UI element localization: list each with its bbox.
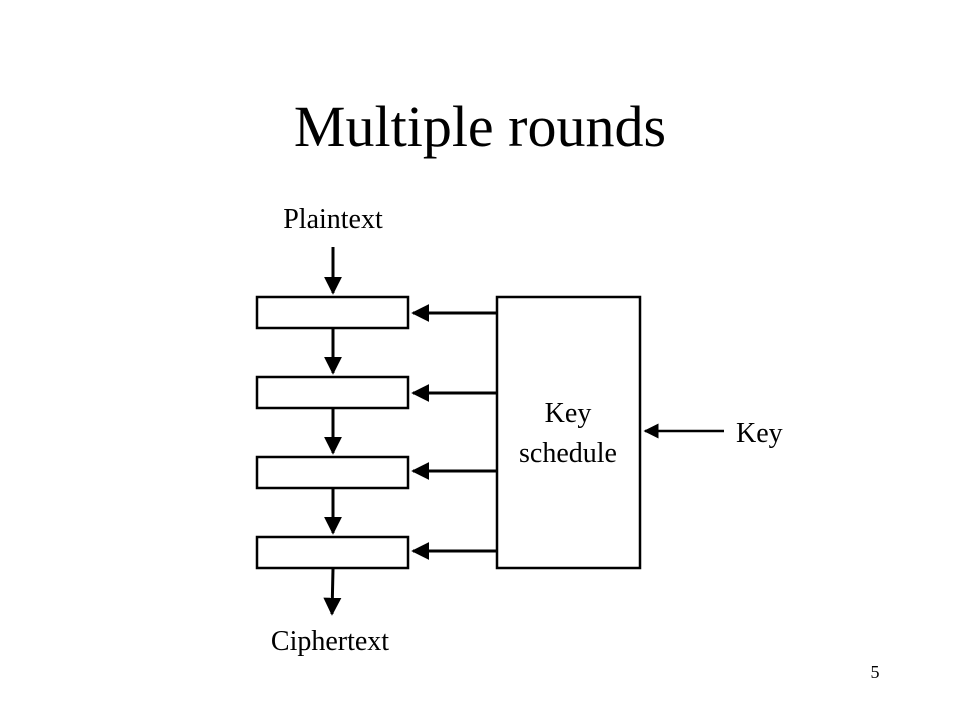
slide-title: Multiple rounds	[293, 94, 667, 159]
key-schedule-label-line1: Key	[545, 398, 592, 429]
round-box-4	[255, 535, 410, 570]
plaintext-label: Plaintext	[283, 204, 383, 235]
round-box-1	[255, 295, 410, 330]
page-number: 5	[870, 662, 880, 682]
key-schedule-box	[495, 295, 642, 570]
key-schedule-label-line2: schedule	[519, 438, 617, 469]
ciphertext-output-arrow	[323, 568, 342, 616]
key-label: Key	[736, 418, 783, 449]
round-box-3	[255, 455, 410, 490]
ciphertext-label: Ciphertext	[271, 626, 389, 657]
round-box-2	[255, 375, 410, 410]
